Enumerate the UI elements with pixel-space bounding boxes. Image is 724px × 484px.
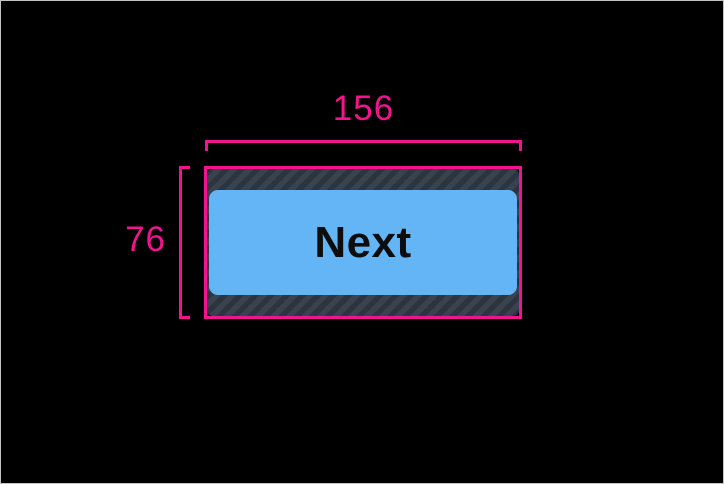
height-dimension-label: 76 [125, 220, 166, 259]
width-dimension-label: 156 [332, 89, 395, 128]
measured-region-outline: Next [204, 166, 522, 319]
height-dimension-bracket [179, 166, 190, 319]
next-button[interactable]: Next [209, 190, 517, 295]
width-dimension-bracket [205, 140, 522, 151]
next-button-label: Next [314, 217, 412, 267]
